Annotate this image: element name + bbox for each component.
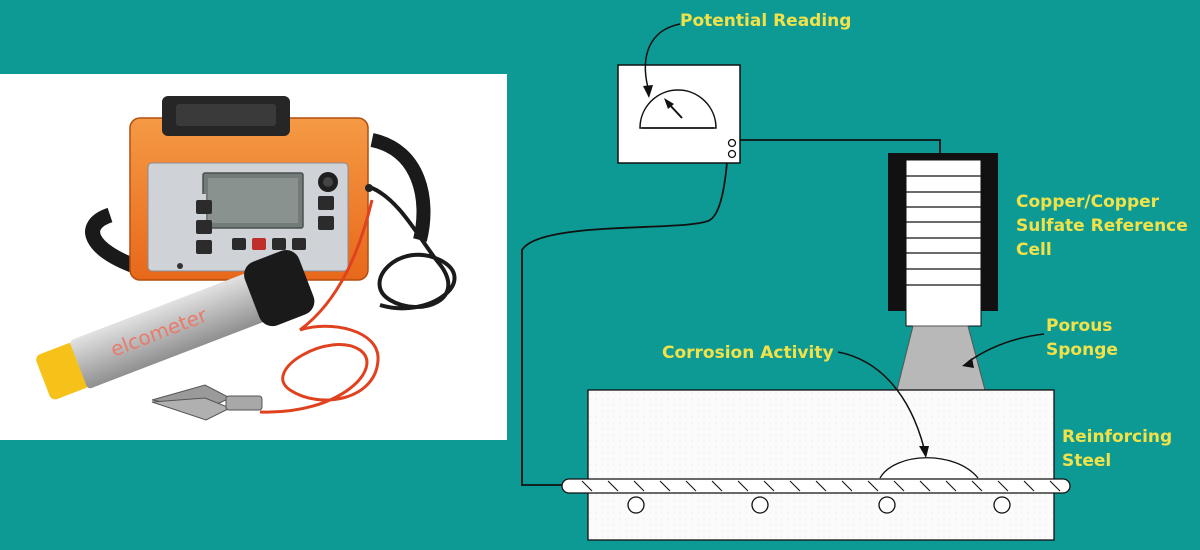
input-socket	[365, 184, 373, 192]
label-corrosion-activity-text: Corrosion Activity	[662, 343, 834, 363]
porous-sponge	[896, 325, 986, 391]
label-reference-cell-line-2: Sulfate Reference	[1016, 216, 1188, 236]
terminal-top	[727, 138, 737, 148]
rebar-cross-sections	[627, 496, 1011, 514]
reference-probe: elcometer	[36, 250, 315, 400]
label-corrosion-activity: Corrosion Activity	[662, 341, 834, 365]
function-key-2	[252, 238, 266, 250]
label-potential-reading: Potential Reading	[680, 9, 851, 33]
strap-right	[370, 133, 431, 242]
function-key-4	[292, 238, 306, 250]
meter-dial	[639, 89, 717, 129]
down-key	[196, 220, 212, 234]
label-porous-sponge: Porous Sponge	[1046, 314, 1118, 362]
strap-left	[85, 207, 143, 276]
potential-pointer	[644, 23, 681, 89]
wire-to-cell	[736, 139, 941, 155]
black-lead	[371, 186, 457, 311]
label-reference-cell-line-3: Cell	[1016, 240, 1052, 260]
red-lead	[259, 199, 380, 414]
function-key-1	[232, 238, 246, 250]
probe-body	[70, 273, 265, 389]
concrete-slab	[587, 389, 1055, 541]
reference-cell	[888, 153, 998, 327]
sponge-pointer	[967, 333, 1045, 363]
alligator-clip	[151, 384, 263, 421]
corrosion-pointer	[837, 351, 925, 449]
label-porous-sponge-line-2: Sponge	[1046, 340, 1118, 360]
instrument-photo: elcometer	[0, 74, 507, 440]
reinforcing-steel-bar	[561, 478, 1071, 494]
terminal-bottom	[727, 149, 737, 159]
label-potential-reading-text: Potential Reading	[680, 11, 852, 31]
label-reference-cell: Copper/Copper Sulfate Reference Cell	[1016, 190, 1188, 262]
right-key-1	[318, 196, 334, 210]
menu-key	[196, 240, 212, 254]
label-reinforcing-steel-line-1: Reinforcing	[1062, 427, 1173, 447]
up-key	[196, 200, 212, 214]
label-reinforcing-steel-line-2: Steel	[1062, 451, 1112, 471]
function-key-3	[272, 238, 286, 250]
probe-black-cap	[244, 250, 315, 327]
voltmeter	[617, 64, 741, 164]
label-reference-cell-line-1: Copper/Copper	[1016, 192, 1160, 212]
right-key-2	[318, 216, 334, 230]
label-reinforcing-steel: Reinforcing Steel	[1062, 425, 1172, 473]
meter-device	[129, 96, 373, 281]
label-porous-sponge-line-1: Porous	[1046, 316, 1113, 336]
